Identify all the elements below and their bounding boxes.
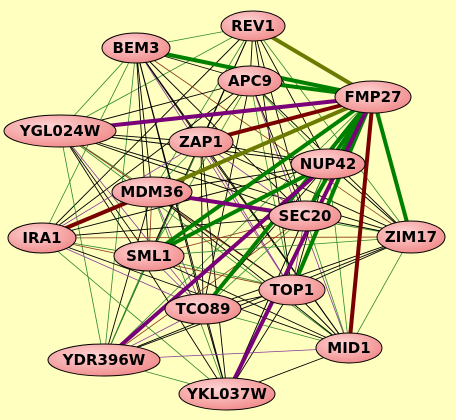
edge-YGL024W-SML1 — [59, 130, 150, 257]
strong-edge-SML1-FMP27 — [147, 95, 375, 258]
edge-YGL024W-SEC20 — [59, 130, 306, 217]
node-ellipse — [258, 274, 326, 306]
edge-BEM3-TOP1 — [135, 47, 293, 291]
strong-edge-MID1-FMP27 — [347, 95, 375, 350]
edge-MDM36-TOP1 — [151, 191, 293, 291]
edge-TOP1-YKL037W — [226, 289, 293, 395]
node-ellipse — [217, 65, 283, 97]
node-label: ZIM17 — [385, 228, 437, 246]
edge-ZAP1-TCO89 — [200, 141, 204, 310]
node-label: MDM36 — [120, 183, 183, 201]
strong-edge-TOP1-FMP27 — [290, 95, 375, 292]
node-ellipse — [268, 200, 342, 232]
node-label: YGL024W — [19, 122, 101, 140]
edge-MDM36-MID1 — [151, 191, 350, 349]
node-ellipse — [315, 332, 383, 364]
node-ellipse — [290, 148, 366, 180]
node-label: MID1 — [327, 339, 370, 357]
edge-ZAP1-TOP1 — [200, 141, 293, 291]
node-label: YKL037W — [186, 385, 267, 403]
edge-FMP27-YDR396W — [103, 96, 374, 361]
edge-REV1-ZIM17 — [252, 25, 412, 238]
node-rev1[interactable]: REV1 — [220, 10, 286, 42]
node-apc9[interactable]: APC9 — [217, 65, 283, 97]
edge-ZAP1-YKL037W — [200, 141, 228, 395]
node-ellipse — [334, 80, 412, 114]
node-nup42[interactable]: NUP42 — [290, 148, 366, 180]
node-label: ZAP1 — [179, 133, 223, 151]
node-ellipse — [3, 114, 117, 148]
edge-ZIM17-TCO89 — [202, 236, 412, 310]
edge-YGL024W-TCO89 — [59, 130, 204, 310]
node-ellipse — [178, 377, 276, 411]
node-ira1[interactable]: IRA1 — [7, 222, 77, 254]
node-sml1[interactable]: SML1 — [113, 240, 185, 272]
edge-BEM3-SML1 — [135, 47, 150, 257]
node-label: APC9 — [228, 72, 272, 90]
edge-YGL024W-YDR396W — [59, 130, 105, 361]
edge-BEM3-ZIM17 — [135, 47, 412, 238]
node-ygl024w[interactable]: YGL024W — [3, 114, 117, 148]
edge-SML1-ZIM17 — [148, 236, 412, 257]
node-label: NUP42 — [300, 155, 357, 173]
node-label: TCO89 — [176, 300, 231, 318]
node-bem3[interactable]: BEM3 — [101, 32, 171, 64]
node-label: SEC20 — [279, 207, 332, 225]
node-ellipse — [111, 176, 193, 208]
node-ydr396w[interactable]: YDR396W — [47, 343, 161, 377]
node-label: BEM3 — [112, 39, 159, 57]
node-ellipse — [101, 32, 171, 64]
strong-edge-SML1-NUP42 — [147, 162, 330, 258]
edge-ZIM17-YDR396W — [103, 236, 412, 361]
edge-APC9-TOP1 — [249, 80, 293, 291]
node-zap1[interactable]: ZAP1 — [168, 126, 234, 158]
node-label: IRA1 — [22, 229, 61, 247]
edge-REV1-NUP42 — [252, 25, 329, 165]
edge-SML1-YDR396W — [103, 255, 150, 361]
node-fmp27[interactable]: FMP27 — [334, 80, 412, 114]
node-label: REV1 — [231, 17, 275, 35]
node-mid1[interactable]: MID1 — [315, 332, 383, 364]
edge-SEC20-YDR396W — [103, 215, 306, 361]
node-mdm36[interactable]: MDM36 — [111, 176, 193, 208]
node-label: TOP1 — [270, 281, 314, 299]
edge-REV1-YGL024W — [59, 25, 254, 132]
node-label: SML1 — [126, 247, 172, 265]
node-ellipse — [7, 222, 77, 254]
node-tco89[interactable]: TCO89 — [164, 293, 242, 325]
node-ellipse — [376, 220, 446, 254]
node-ellipse — [113, 240, 185, 272]
strong-edge-ZIM17-FMP27 — [371, 95, 413, 239]
edge-APC9-SML1 — [148, 80, 251, 257]
node-ellipse — [47, 343, 161, 377]
node-ellipse — [168, 126, 234, 158]
edge-YGL024W-MID1 — [59, 130, 350, 349]
edge-ZAP1-MID1 — [200, 141, 350, 349]
edge-BEM3-YKL037W — [135, 47, 228, 395]
node-ykl037w[interactable]: YKL037W — [178, 377, 276, 411]
node-zim17[interactable]: ZIM17 — [376, 220, 446, 254]
strong-edge-YKL037W-FMP27 — [225, 95, 375, 396]
edge-IRA1-YKL037W — [41, 237, 228, 395]
edge-SEC20-TCO89 — [202, 215, 306, 310]
node-top1[interactable]: TOP1 — [258, 274, 326, 306]
edge-IRA1-ZIM17 — [41, 236, 412, 239]
strong-edge-MDM36-FMP27 — [150, 95, 375, 194]
edge-IRA1-MID1 — [41, 237, 350, 349]
edge-APC9-IRA1 — [41, 80, 251, 239]
node-label: YDR396W — [62, 351, 146, 369]
strong-edge-YDR396W-NUP42 — [102, 162, 330, 362]
edge-ZIM17-MID1 — [348, 236, 412, 349]
node-sec20[interactable]: SEC20 — [268, 200, 342, 232]
node-label: FMP27 — [344, 88, 401, 106]
node-ellipse — [220, 10, 286, 42]
node-ellipse — [164, 293, 242, 325]
edge-MDM36-YKL037W — [151, 191, 228, 395]
edge-REV1-IRA1 — [41, 25, 254, 239]
edge-YGL024W-ZIM17 — [59, 130, 412, 238]
edge-SEC20-IRA1 — [41, 215, 306, 239]
